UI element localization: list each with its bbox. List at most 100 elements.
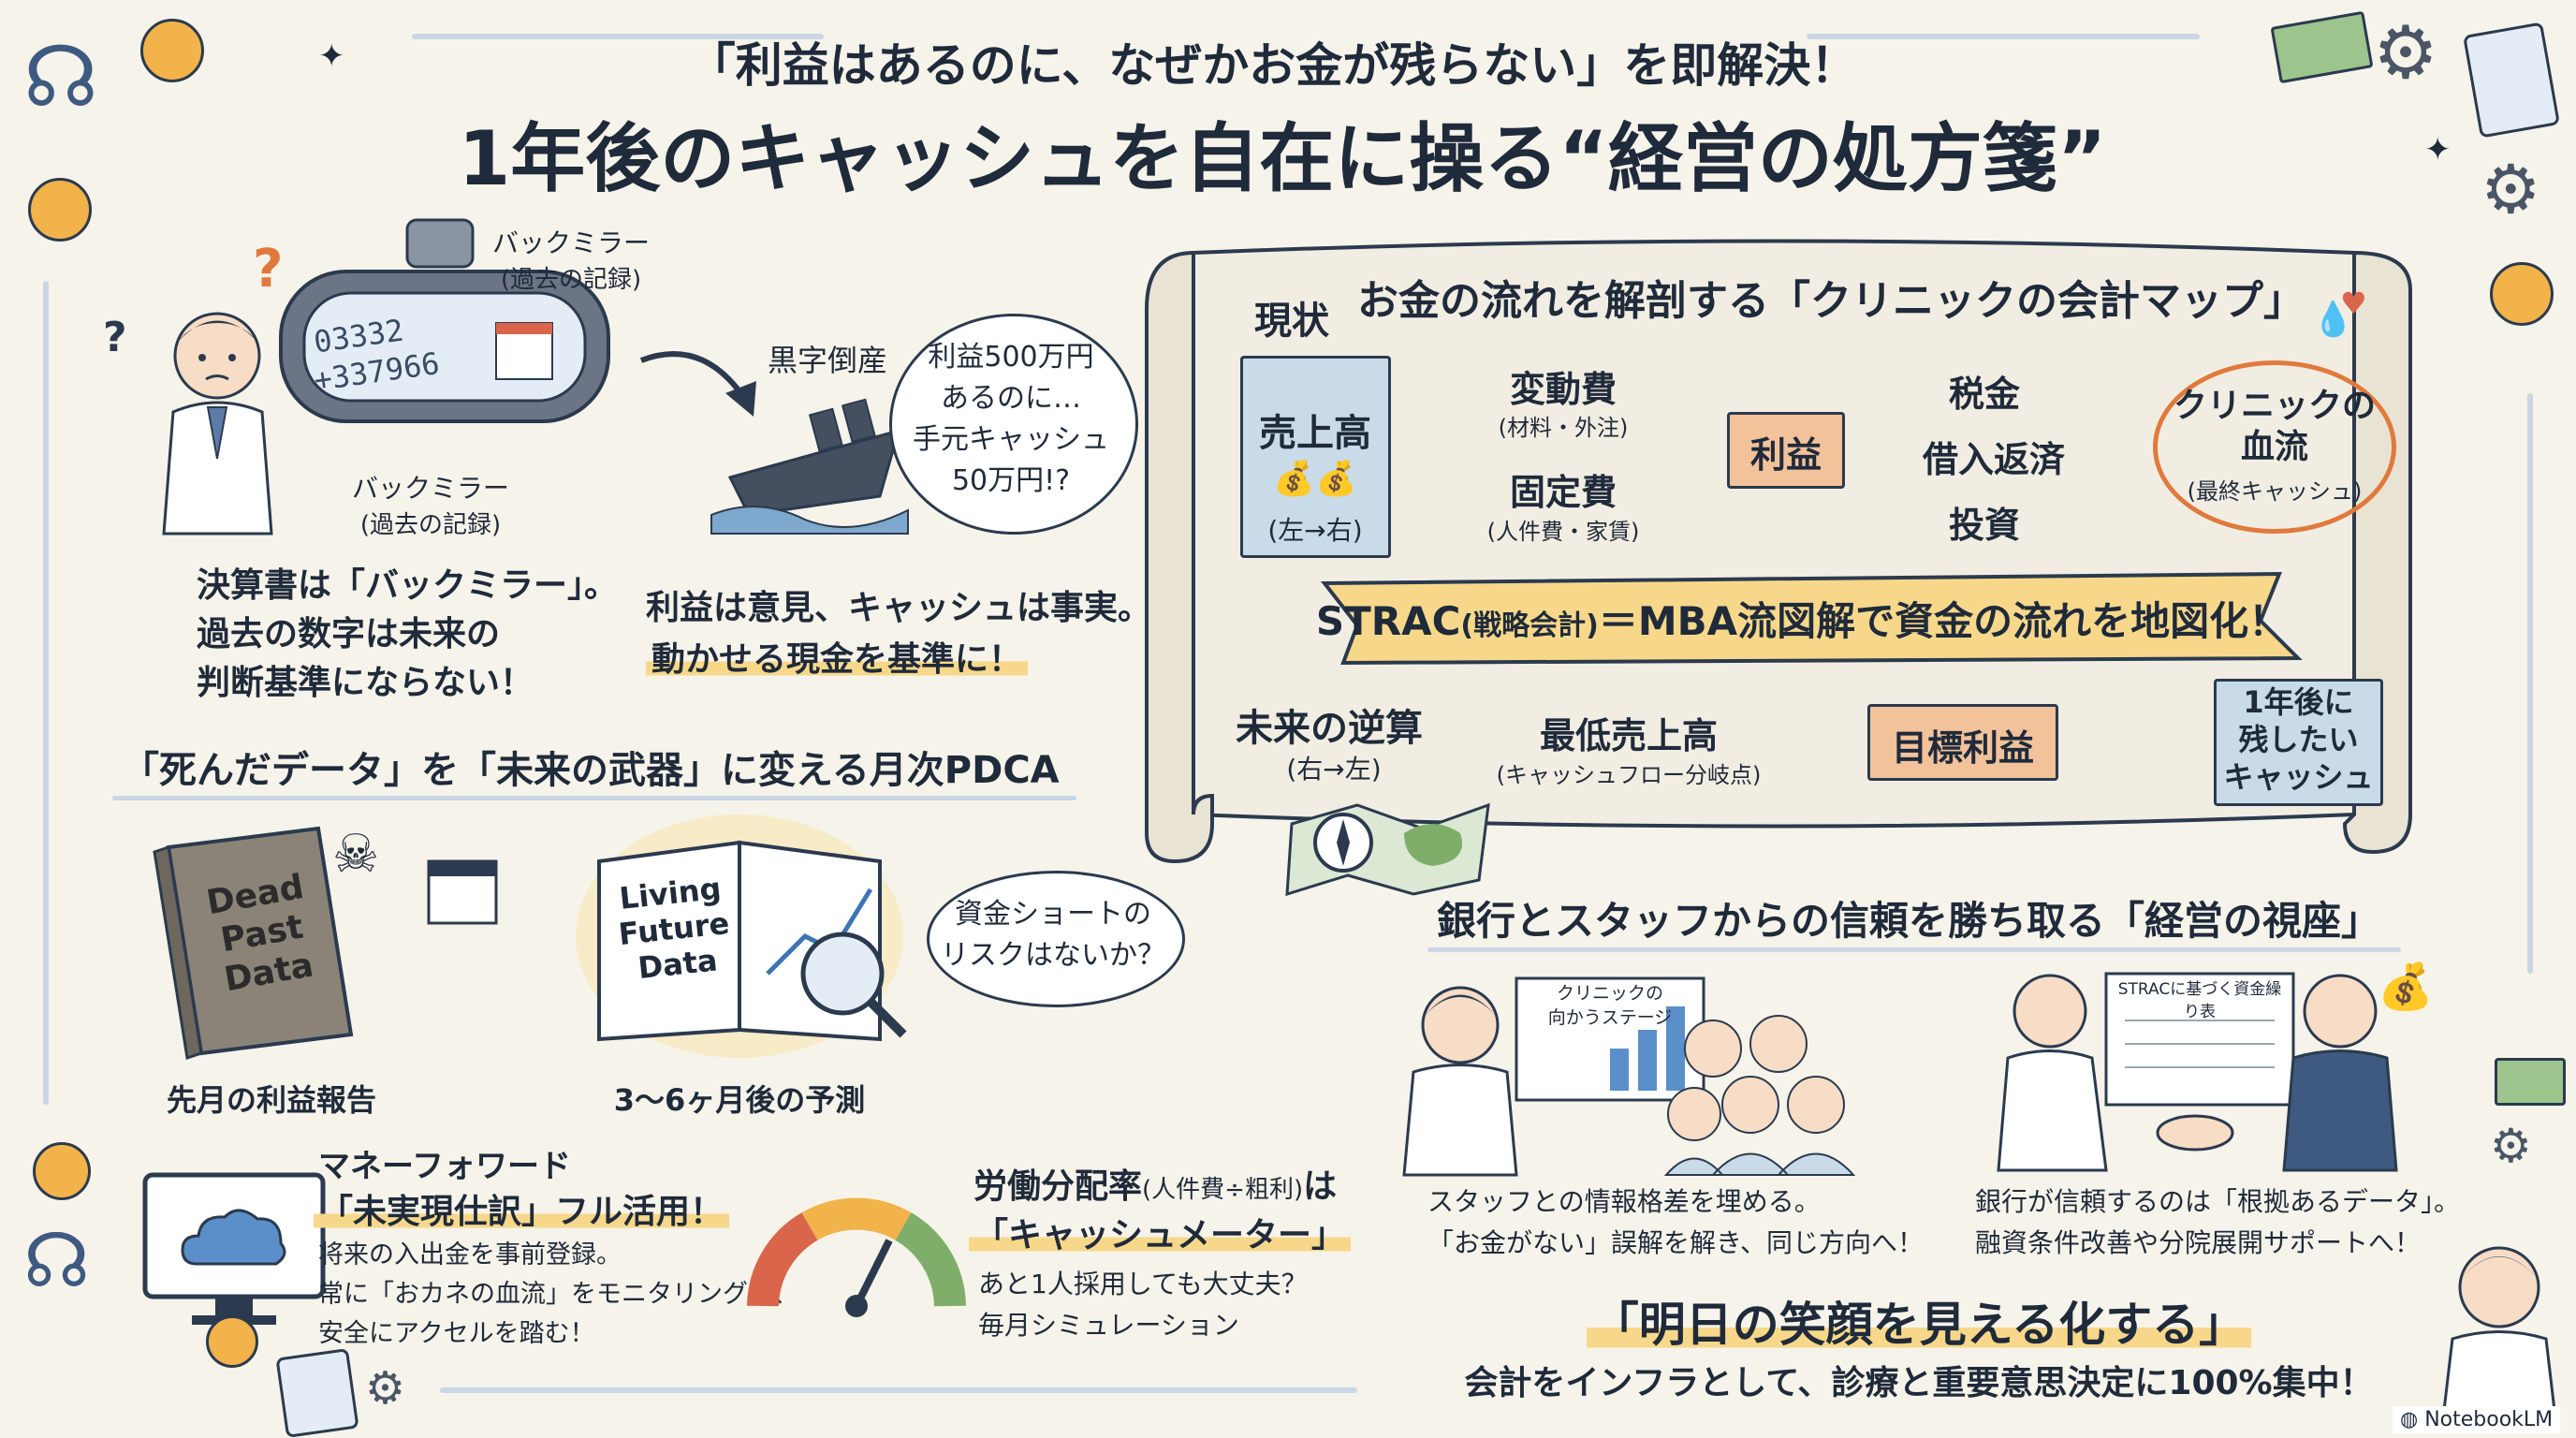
blood-drop-icon: 💧 [2312,301,2354,339]
pdca-title: 「死んだデータ」を「未来の武器」に変える月次PDCA [122,749,1060,792]
gear-icon: ⚙ [2481,150,2541,228]
trust-underline [1427,947,2401,952]
backmirror-label: バックミラー [491,227,650,258]
calculator-icon [275,1347,359,1438]
keep-cash-box [2214,679,2383,806]
coin-icon [28,178,92,242]
doctor-presenting-illustration [1402,976,1856,1177]
computer-cloud-icon [142,1172,326,1325]
sparkle-icon: ✦ [2424,131,2452,169]
living-data-book-text: Living Future Data [617,870,731,987]
moneyforward-highlight: 「未実現仕訳」フル活用！ [314,1184,730,1233]
labor-desc: あと1人採用しても大丈夫？ 毎月シミュレーション [978,1269,1308,1341]
arrow-icon [639,351,756,417]
moneyforward-desc: 将来の入出金を事前登録。 常に「おカネの血流」をモニタリングし、 安全にアクセル… [318,1240,798,1348]
kuroji-label: 黒字倒産 [768,343,888,378]
future-direction: (右→左) [1286,754,1382,785]
living-caption: 3〜6ヶ月後の予測 [613,1082,866,1118]
clinic-blood-label: クリニックの 血流 [2173,387,2376,466]
profit-label: 利益 [1749,434,1822,476]
skull-icon: ☠ [332,824,380,885]
money-bag-icon: 💰💰 [1273,460,1357,498]
backmirror-label-sub: (過去の記録) [500,266,642,294]
moneyforward-title: マネーフォワード [318,1148,571,1185]
banknote-icon [2270,10,2374,84]
border-line-top-right [1807,34,2200,39]
coin-icon [140,19,204,82]
doctor-illustration [162,312,273,536]
investment-label: 投資 [1948,505,2020,546]
keep-cash-label: 1年後に 残したい キャッシュ [2223,684,2374,795]
strac-banner-text: STRAC(戦略会計)＝MBA流図解で資金の流れを地図化！ [1315,598,2289,644]
rearview-mirror-illustration [279,218,610,423]
pdca-underline [112,796,1076,800]
trust-title: 銀行とスタッフからの信頼を勝ち取る「経営の視座」 [1437,898,2381,944]
cash-meter-gauge-icon [747,1197,966,1317]
labor-title: 労働分配率(人件費÷粗利)は [973,1167,1338,1206]
header-subtitle: 「利益はあるのに、なぜかお金が残らない」を即解決！ [688,38,1858,93]
banknote-icon [2495,1058,2566,1106]
cashflow-board-text: STRACに基づく資金繰り表 [2117,980,2282,1021]
target-profit-box [1867,704,2058,781]
money-bag-icon: 💰 [2378,961,2434,1013]
question-mark: ? [103,314,127,361]
border-line-right [2527,393,2533,974]
kuroji-bubble-text: 利益500万円 あるのに… 手元キャッシュ 50万円!? [913,341,1109,497]
doctor-corner-illustration [2441,1246,2557,1420]
living-data-book [576,814,907,1058]
risk-thought-bubble [927,871,1185,1007]
dead-data-book [153,826,354,1060]
stethoscope-icon: ☊ [23,1217,91,1304]
tax-label: 税金 [1948,374,2020,415]
map-title: お金の流れを解剖する「クリニックの会計マップ」 [1357,277,2305,325]
strac-banner [1320,571,2303,666]
backmirror-caption: 決算書は「バックミラー」。 過去の数字は未来の 判断基準にならない！ [197,566,619,702]
min-sales-sub: (キャッシュフロー分岐点) [1496,762,1762,788]
profit-box [1727,412,1845,489]
gear-icon: ⚙ [2490,1119,2532,1173]
map-genjo-label: 現状 [1254,300,1329,343]
question-mark: ? [253,239,284,300]
footer-highlight: 「明日の笑顔を見える化する」 [1498,1287,2340,1355]
future-reverse-label: 未来の逆算 [1236,707,1423,750]
map-compass-icon [1285,802,1490,897]
footer-sub: 会計をインフラとして、診療と重要意思決定に100%集中！ [1464,1364,2374,1402]
clinic-blood-sub: (最終キャッシュ) [2187,478,2363,505]
fixed-cost-label: 固定費 [1509,472,1617,513]
stage-board-text: クリニックの 向かうステージ [1547,983,1673,1028]
coin-icon [2490,262,2554,326]
min-sales-label: 最低売上高 [1539,715,1718,756]
loan-repayment-label: 借入返済 [1922,439,2065,480]
gear-icon: ⚙ [365,1362,406,1415]
bank-handshake-illustration [1997,972,2398,1172]
page-title: 1年後のキャッシュを自在に操る“経営の処方箋” [458,115,2107,202]
bank-caption: 銀行が信頼するのは「根拠あるデータ」。 融資条件改善や分院展開サポートへ！ [1975,1186,2461,1258]
fixed-cost-sub: (人件費・家賃) [1486,519,1640,545]
sparkle-icon: ✦ [318,37,345,75]
backmirror-label-sub: (過去の記録) [359,511,502,539]
gear-icon: ⚙ [2373,11,2438,95]
kuroji-thought-bubble [889,314,1138,535]
coin-icon [33,1142,91,1200]
dead-data-book-text: Dead Past Data [203,867,316,1000]
stethoscope-icon: ☊ [23,28,98,126]
target-profit-label: 目標利益 [1891,727,2034,769]
calculator-icon [2463,22,2560,139]
kuroji-caption: 利益は意見、キャッシュは事実。 [646,589,1152,627]
backmirror-label: バックミラー [351,473,509,504]
border-line-bottom [440,1387,1357,1393]
notebooklm-icon: ◍ [2400,1408,2419,1431]
border-line-left [43,281,49,1105]
heart-icon: ♥ [2340,286,2367,321]
dead-caption: 先月の利益報告 [166,1082,376,1118]
kuroji-caption-highlight: 動かせる現金を基準に！ [646,632,1029,681]
staff-caption: スタッフとの情報格差を埋める。 「お金がない」誤解を解き、同じ方向へ！ [1427,1186,1925,1258]
sales-label: 売上高 [1259,412,1371,455]
notebooklm-brand: ◍ NotebookLM [2393,1406,2561,1433]
risk-bubble-text: 資金ショートの リスクはないか？ [941,898,1165,972]
clinic-blood-circle [2153,360,2396,534]
coin-icon [206,1315,258,1368]
sinking-ship-icon [710,398,909,535]
sales-direction: (左→右) [1267,515,1363,546]
variable-cost-sub: (材料・外注) [1498,415,1629,441]
